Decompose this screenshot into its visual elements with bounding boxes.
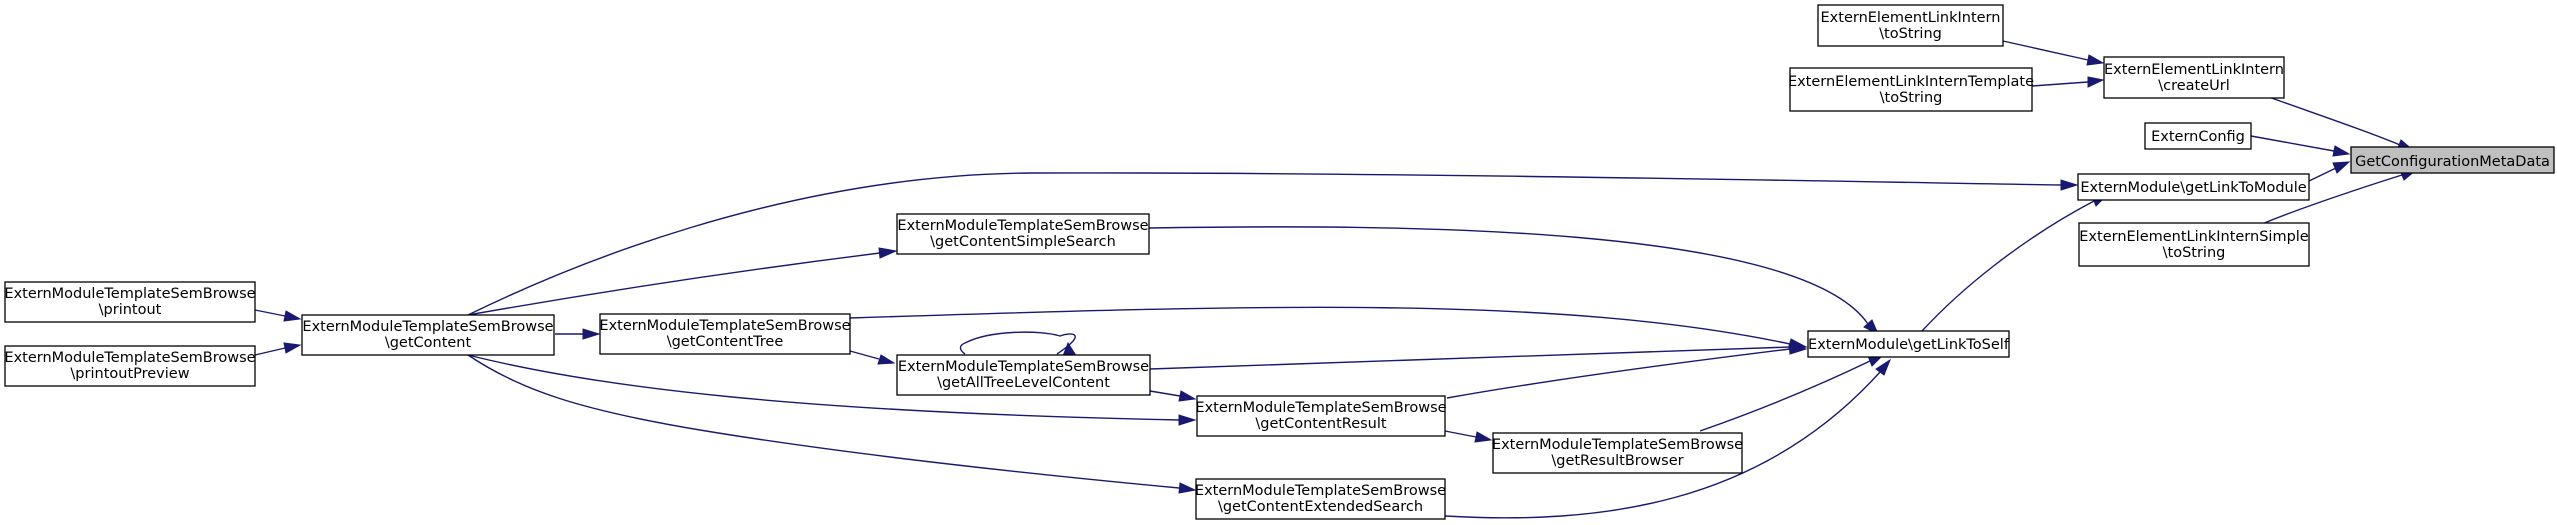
node-label-line1: ExternElementLinkInternSimple: [2079, 229, 2309, 245]
node-label-line1: ExternModuleTemplateSemBrowse: [1195, 483, 1446, 499]
node-elementlinkintern-createurl[interactable]: ExternElementLinkIntern \createUrl: [2103, 56, 2285, 99]
edge-elementlinkintern-tostring-to-createurl: [2002, 40, 2105, 66]
edge-getcontenttree-to-getalltree: [849, 350, 896, 365]
node-elementlinkinterntemplate-tostring[interactable]: ExternElementLinkInternTemplate \toStrin…: [1788, 67, 2034, 112]
node-externconfig[interactable]: ExternConfig: [2144, 122, 2252, 150]
node-elementlinkintern-tostring[interactable]: ExternElementLinkIntern \toString: [1817, 4, 2004, 47]
edge-getcontent-to-getcontentresult: [467, 354, 1197, 426]
node-label-line1: ExternModuleTemplateSemBrowse: [4, 286, 255, 302]
node-printout[interactable]: ExternModuleTemplateSemBrowse \printout: [4, 281, 256, 323]
node-label-line2: \getContent: [385, 335, 472, 351]
node-label-line2: \getContentExtendedSearch: [1218, 499, 1423, 515]
edge-getextended-to-getlinktoself: [1444, 358, 1892, 519]
edge-template-tostring-to-createurl: [2031, 76, 2105, 88]
edge-getcontentresult-to-getresultbrowser: [1444, 430, 1493, 443]
node-label-line2: \printoutPreview: [70, 366, 189, 382]
node-getcontentsimplesearch[interactable]: ExternModuleTemplateSemBrowse \getConten…: [896, 213, 1150, 255]
edge-externconfig-to-getconfigurationmetadata: [2250, 135, 2351, 157]
edge-printoutpreview-to-getcontent: [254, 342, 302, 356]
edge-getcontent-to-getcontenttree: [555, 328, 601, 340]
node-label-line2: \createUrl: [2158, 78, 2230, 94]
node-printoutpreview[interactable]: ExternModuleTemplateSemBrowse \printoutP…: [4, 345, 256, 387]
edge-printout-to-getcontent: [254, 309, 302, 322]
edge-getcontent-to-getextended: [467, 354, 1197, 494]
node-label-line1: ExternModuleTemplateSemBrowse: [302, 319, 553, 335]
node-label-line2: \getAllTreeLevelContent: [937, 375, 1110, 391]
node-label-line2: \toString: [1879, 26, 1942, 42]
node-getcontenttree[interactable]: ExternModuleTemplateSemBrowse \getConten…: [599, 313, 851, 355]
node-label-line2: \toString: [2163, 245, 2226, 261]
edge-getcontent-to-getlinktomodule: [467, 172, 2079, 316]
node-label-line2: \getContentResult: [1255, 416, 1386, 432]
edge-getcontentresult-to-getlinktoself: [1446, 343, 1808, 399]
edge-getalltree-self-loop: [959, 331, 1076, 357]
edge-getcontenttree-to-getlinktoself: [849, 306, 1808, 350]
node-label-line2: \getResultBrowser: [1551, 453, 1683, 469]
node-label-line2: \getContentSimpleSearch: [930, 234, 1116, 250]
node-label-line1: ExternModuleTemplateSemBrowse: [599, 318, 850, 334]
node-getalltreelevelcontent[interactable]: ExternModuleTemplateSemBrowse \getAllTre…: [896, 354, 1151, 396]
node-elementlinkinternsimple-tostring[interactable]: ExternElementLinkInternSimple \toString: [2078, 222, 2310, 267]
node-label: ExternConfig: [2151, 129, 2245, 145]
node-label-line2: \toString: [1880, 90, 1943, 106]
node-getcontentextendedsearch[interactable]: ExternModuleTemplateSemBrowse \getConten…: [1195, 478, 1446, 520]
node-label-line1: ExternModuleTemplateSemBrowse: [898, 359, 1149, 375]
node-label: ExternModule\getLinkToModule: [2080, 180, 2306, 196]
node-label-line1: ExternModuleTemplateSemBrowse: [1195, 400, 1446, 416]
node-label-line1: ExternModuleTemplateSemBrowse: [897, 218, 1148, 234]
edge-getcontent-to-getsimplesearch: [467, 247, 898, 316]
edge-getresultbrowser-to-getlinktoself: [1699, 354, 1885, 432]
node-label-line1: ExternElementLinkIntern: [2104, 62, 2284, 78]
node-getcontent[interactable]: ExternModuleTemplateSemBrowse \getConten…: [301, 314, 555, 356]
node-label-line2: \getContentTree: [667, 334, 784, 350]
node-label-line1: ExternModuleTemplateSemBrowse: [4, 350, 255, 366]
edge-getlinktomodule-to-getconfigurationmetadata: [2308, 161, 2351, 182]
node-label-line1: ExternElementLinkInternTemplate: [1788, 74, 2034, 90]
node-getcontentresult[interactable]: ExternModuleTemplateSemBrowse \getConten…: [1195, 395, 1447, 437]
call-edges: [254, 40, 2418, 519]
node-getconfigurationmetadata[interactable]: GetConfigurationMetaData: [2350, 146, 2555, 174]
node-getlinktomodule[interactable]: ExternModule\getLinkToModule: [2077, 173, 2310, 201]
call-nodes: GetConfigurationMetaData ExternElementLi…: [4, 4, 2555, 520]
node-label-line1: ExternModuleTemplateSemBrowse: [1492, 437, 1743, 453]
node-label: ExternModule\getLinkToSelf: [1808, 337, 2010, 353]
edge-getsimplesearch-to-getlinktoself: [1148, 226, 1879, 336]
node-getlinktoself[interactable]: ExternModule\getLinkToSelf: [1807, 330, 2010, 358]
node-label-line1: ExternElementLinkIntern: [1821, 10, 2001, 26]
node-getresultbrowser[interactable]: ExternModuleTemplateSemBrowse \getResult…: [1492, 432, 1743, 474]
edge-getalltree-to-getlinktoself: [1149, 341, 1808, 370]
node-label-line2: \printout: [99, 302, 162, 318]
edge-getalltree-to-getcontentresult: [1149, 390, 1197, 402]
node-label: GetConfigurationMetaData: [2355, 154, 2550, 170]
